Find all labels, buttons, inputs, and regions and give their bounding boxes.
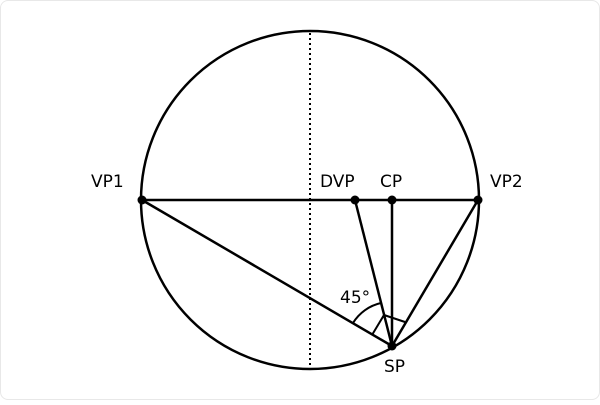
label-dvp: DVP	[320, 172, 355, 192]
point-sp	[387, 341, 397, 351]
label-vp2: VP2	[490, 172, 523, 192]
point-vp1	[137, 195, 147, 205]
label-cp: CP	[380, 172, 402, 192]
line-vp2-sp	[390, 199, 480, 347]
line-vp1-sp	[141, 198, 393, 348]
point-cp	[387, 195, 397, 205]
line-dvp-sp	[353, 199, 394, 347]
angle-arc	[352, 302, 382, 324]
label-angle: 45°	[340, 288, 370, 308]
label-sp: SP	[384, 357, 405, 377]
right-angle-marker	[371, 313, 406, 336]
point-vp2	[473, 195, 483, 205]
label-vp1: VP1	[91, 172, 124, 192]
point-dvp	[350, 195, 360, 205]
